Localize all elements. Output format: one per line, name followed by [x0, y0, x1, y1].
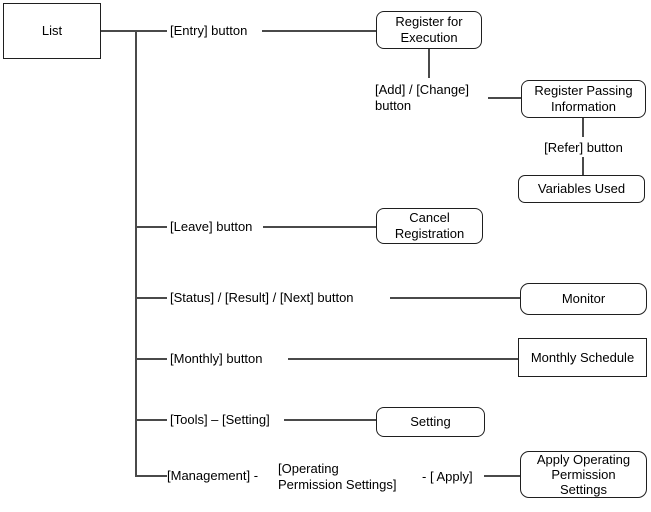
connector-trunk — [135, 30, 137, 477]
connector-tools-to-setting — [284, 419, 376, 421]
connector-refer-to-variables-used — [582, 157, 584, 175]
edge-label-add-change-button: [Add] / [Change] button — [375, 82, 469, 113]
connector-stub-management — [135, 475, 167, 477]
connector-stub-tools — [135, 419, 167, 421]
connector-register-passing-down — [582, 118, 584, 137]
edge-label-leave-button: [Leave] button — [170, 219, 253, 234]
edge-label-refer-button: [Refer] button — [544, 140, 623, 155]
edge-label-tools-setting: [Tools] – [Setting] — [170, 412, 270, 427]
node-variables-used: Variables Used — [518, 175, 645, 203]
node-cancel-registration: Cancel Registration — [376, 208, 483, 244]
connector-list-to-trunk — [101, 30, 167, 32]
connector-leave-to-cancel — [263, 226, 376, 228]
edge-label-entry-button: [Entry] button — [170, 23, 248, 38]
edge-label-management: [Management] - — [167, 468, 259, 483]
edge-label-monthly-button: [Monthly] button — [170, 351, 263, 366]
connector-stub-status — [135, 297, 167, 299]
node-list: List — [3, 3, 101, 59]
connector-register-execution-down — [428, 49, 430, 78]
node-monitor: Monitor — [520, 283, 647, 315]
node-register-for-execution: Register for Execution — [376, 11, 482, 49]
node-register-passing-information: Register Passing Information — [521, 80, 646, 118]
connector-addchange-to-register-passing — [488, 97, 521, 99]
connector-status-to-monitor — [390, 297, 520, 299]
node-monthly-schedule: Monthly Schedule — [518, 338, 647, 377]
node-apply-operating-permission-settings: Apply Operating Permission Settings — [520, 451, 647, 498]
connector-stub-monthly — [135, 358, 167, 360]
connector-stub-leave — [135, 226, 167, 228]
connector-apply-to-apply-box — [484, 475, 520, 477]
edge-label-apply: - [ Apply] — [422, 469, 473, 484]
edge-label-status-result-next-button: [Status] / [Result] / [Next] button — [170, 290, 354, 305]
connector-entry-to-register-execution — [262, 30, 376, 32]
node-setting: Setting — [376, 407, 485, 437]
edge-label-operating-permission-settings: [Operating Permission Settings] — [278, 461, 397, 492]
connector-monthly-to-schedule — [288, 358, 518, 360]
